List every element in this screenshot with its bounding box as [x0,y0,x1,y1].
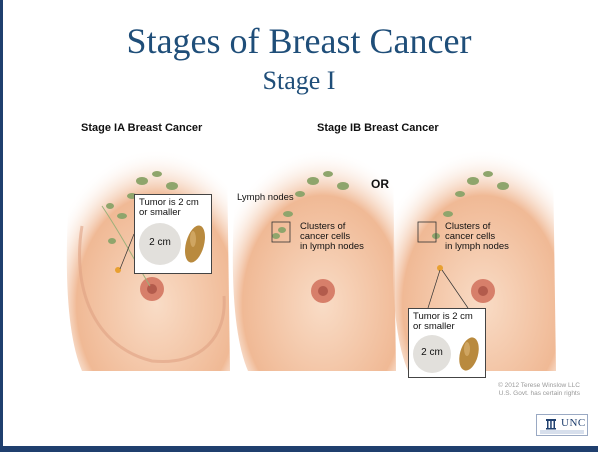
lymph-nodes-label: Lymph nodes [237,193,294,203]
size-label: 2 cm [413,347,451,358]
slide-title: Stages of Breast Cancer [0,20,598,62]
or-label: OR [371,177,389,191]
tumor-text-line2: or smaller [413,322,473,332]
unc-logo: UNC [536,414,588,436]
stage-ia-heading: Stage IA Breast Cancer [81,122,202,134]
unc-logo-tagline-bar [540,430,584,434]
clusters-label-1: Clusters of cancer cells in lymph nodes [300,222,364,252]
stage-ib-heading: Stage IB Breast Cancer [317,122,439,134]
tumor-text-line2: or smaller [139,208,199,218]
tumor-callout-ia: Tumor is 2 cm or smaller 2 cm [134,194,212,274]
copyright-notice: © 2012 Terese Winslow LLC U.S. Govt. has… [440,382,580,398]
unc-logo-text: UNC [561,417,586,429]
unc-column-icon [545,418,557,430]
size-label: 2 cm [139,237,181,248]
tumor-icon [457,333,481,375]
size-circle: 2 cm [139,223,181,265]
size-circle: 2 cm [413,335,451,373]
tumor-icon [183,221,207,267]
bottom-bar [0,446,598,452]
clusters-label-2: Clusters of cancer cells in lymph nodes [445,222,509,252]
slide-subtitle: Stage I [0,66,598,96]
tumor-callout-ib: Tumor is 2 cm or smaller 2 cm [408,308,486,378]
